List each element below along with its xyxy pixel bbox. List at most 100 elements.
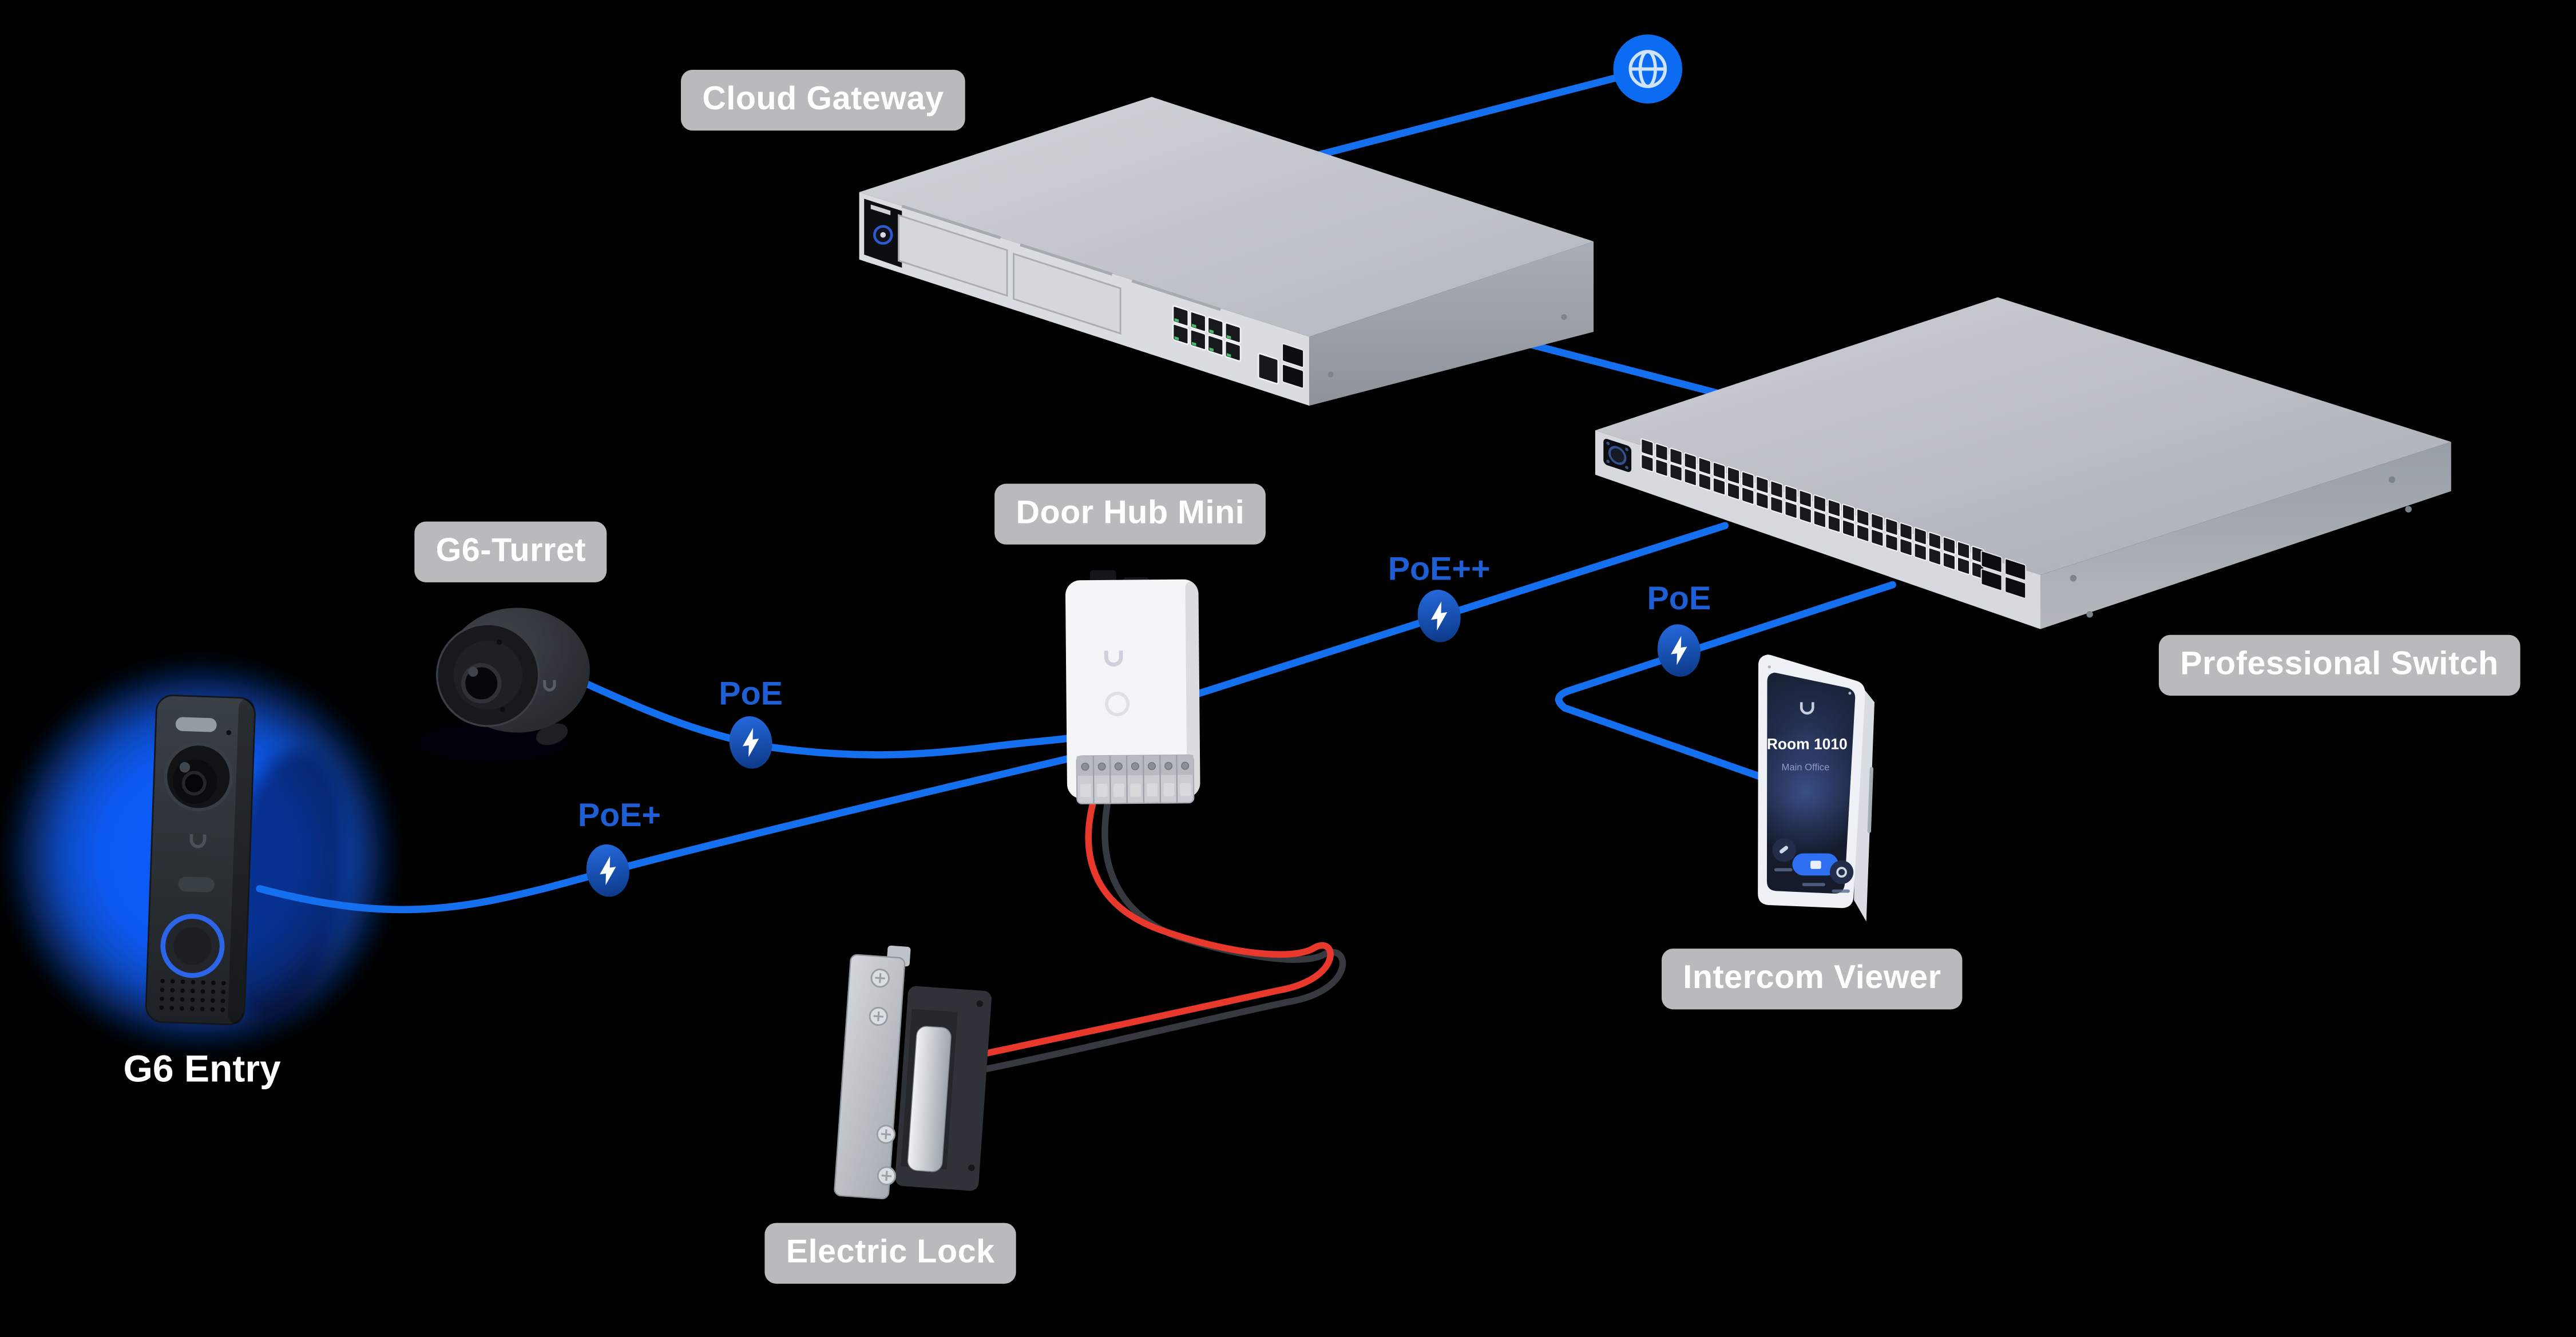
intercom-viewer-device: Room 1010 Main Office (1758, 654, 1875, 922)
intercom-settings-button (1829, 860, 1854, 884)
lock-faceplate (834, 954, 906, 1200)
switch-rj45-port (1942, 552, 1956, 570)
switch-rj45-port (1741, 486, 1755, 505)
terminal-contacts (1080, 755, 1191, 804)
label-professional-switch: Professional Switch (2158, 634, 2520, 696)
g6-entry-device (145, 695, 256, 1026)
switch-rj45-port (1899, 538, 1913, 557)
link-entry-doorhub-poe-plus (256, 753, 1079, 914)
switch-rj45-port (1885, 517, 1899, 536)
label-cloud-gateway: Cloud Gateway (680, 70, 965, 131)
ubiquiti-logo-icon (1104, 650, 1123, 667)
gateway-drive-bay (898, 214, 1008, 297)
switch-rj45-port (1698, 457, 1711, 475)
internet-globe-icon (1613, 34, 1683, 104)
g6-turret-device (417, 608, 590, 763)
gateway-sfp-port (1281, 343, 1305, 368)
switch-sfp-ports (1980, 550, 2027, 599)
switch-rj45-port (1683, 452, 1697, 471)
switch-rj45-port (1712, 461, 1726, 481)
gateway-ethernet-ports (1172, 305, 1242, 362)
lightning-bolt-icon (600, 856, 616, 886)
wire-black (956, 802, 1346, 1078)
switch-rj45-port (1784, 501, 1798, 519)
gateway-drive-bay (1013, 252, 1121, 335)
switch-ethernet-ports (1640, 438, 1985, 580)
switch-rj45-port (1928, 547, 1941, 566)
poe-badge-turret (729, 716, 772, 769)
intercom-location-text: Main Office (1781, 762, 1829, 773)
switch-rj45-port (1899, 522, 1913, 541)
switch-rj45-port (1698, 473, 1711, 491)
switch-rj45-port (1956, 541, 1971, 560)
door-hub-mini-device (1065, 570, 1200, 804)
poe-label-turret: PoE (719, 676, 783, 713)
switch-rj45-port (1669, 447, 1683, 466)
switch-rj45-port (1798, 489, 1812, 509)
switch-rj45-port (1655, 458, 1669, 477)
lightning-bolt-icon (1430, 601, 1448, 631)
switch-control-pad (1603, 439, 1632, 472)
switch-rj45-port (1770, 480, 1784, 499)
electric-lock-device (834, 945, 992, 1200)
link-turret-doorhub-poe (574, 676, 1079, 759)
lock-screws (869, 969, 897, 1185)
switch-rj45-port (1827, 514, 1841, 533)
switch-rj45-port (1727, 482, 1741, 501)
switch-rj45-port (1913, 542, 1927, 561)
label-g6-turret: G6-Turret (414, 521, 608, 582)
switch-rj45-port (1813, 510, 1826, 529)
switch-rj45-port (1813, 494, 1826, 513)
label-electric-lock: Electric Lock (764, 1223, 1016, 1284)
poe-badge-hub (1417, 589, 1461, 642)
switch-rj45-port (1755, 491, 1769, 510)
switch-rj45-port (1842, 519, 1856, 538)
ubiquiti-logo-icon (1800, 702, 1814, 715)
switch-rj45-port (1842, 503, 1856, 522)
doorhub-button (1105, 691, 1130, 717)
switch-rj45-port (1856, 508, 1870, 527)
poe-badge-entry (586, 844, 629, 897)
switch-rj45-port (1712, 477, 1726, 496)
switch-rj45-port (1640, 438, 1654, 457)
link-gateway-switch (1516, 338, 1726, 398)
switch-rj45-port (1798, 505, 1812, 524)
switch-sfp-port (2004, 576, 2027, 599)
poe-label-intercom: PoE (1647, 581, 1711, 618)
poe-badges (586, 589, 1701, 897)
lock-latch (907, 1026, 952, 1172)
switch-rj45-port (1784, 485, 1798, 503)
label-door-hub-mini: Door Hub Mini (994, 483, 1266, 545)
switch-sfp-port (1980, 568, 2003, 592)
poe-badge-intercom (1657, 624, 1701, 677)
switch-rj45-port (1928, 531, 1941, 550)
doorbell-speaker-grille (159, 978, 226, 1012)
label-g6-entry: G6 Entry (123, 1047, 281, 1090)
switch-rj45-port (1956, 556, 1971, 576)
lock-power-wires (946, 802, 1346, 1078)
switch-rj45-port (1770, 495, 1784, 514)
switch-rj45-port (1669, 463, 1683, 482)
gateway-wan-port (1258, 352, 1279, 385)
switch-rj45-port (1942, 536, 1956, 555)
cloud-gateway-device (859, 97, 1594, 406)
switch-rj45-port (1683, 467, 1697, 487)
switch-rj45-port (1827, 499, 1841, 518)
doorbell-led-bar (175, 717, 217, 732)
switch-rj45-port (1870, 528, 1884, 548)
switch-rj45-port (1913, 527, 1927, 546)
switch-rj45-port (1856, 523, 1870, 542)
professional-switch-device (1595, 297, 2451, 629)
switch-rj45-port (1640, 454, 1654, 473)
lightning-bolt-icon (1671, 636, 1687, 665)
intercom-room-text: Room 1010 (1767, 735, 1848, 752)
switch-rj45-port (1870, 513, 1884, 531)
lightning-bolt-icon (742, 728, 759, 757)
switch-rj45-port (1885, 533, 1899, 552)
ubiquiti-logo-icon (543, 680, 556, 692)
switch-rj45-port (1655, 443, 1669, 462)
ubiquiti-logo-icon (189, 834, 207, 848)
label-intercom-viewer: Intercom Viewer (1661, 949, 1963, 1010)
